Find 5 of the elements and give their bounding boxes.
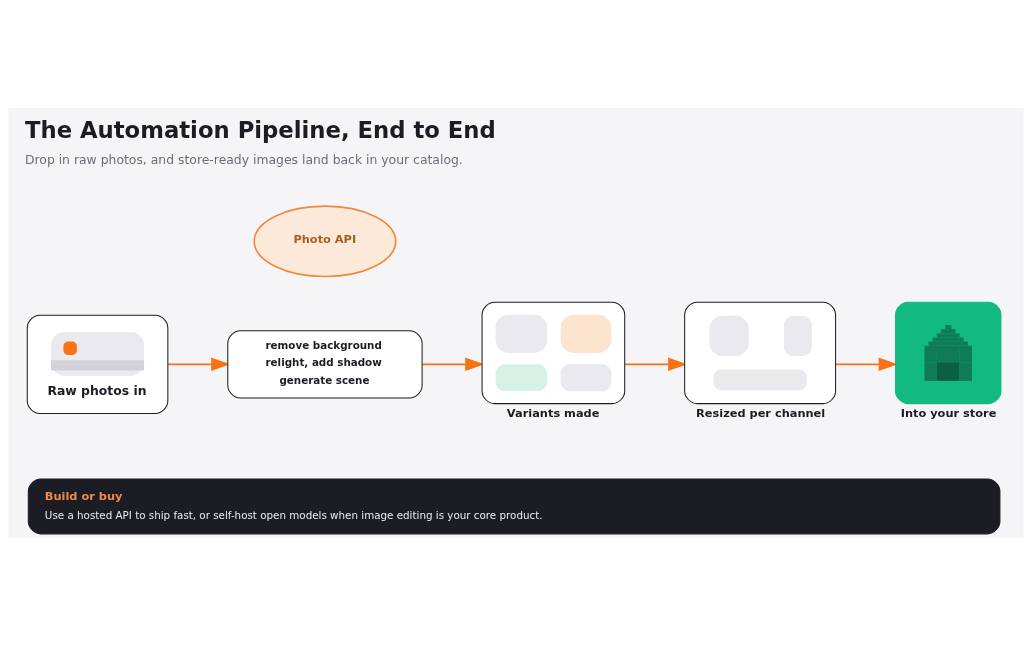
- node-label: Variants made: [506, 405, 600, 420]
- node-label: Resized per channel: [696, 405, 826, 420]
- node-label: Into your store: [900, 405, 997, 420]
- diagram-title: The Automation Pipeline, End to End: [24, 116, 496, 143]
- caption: Drop in raw photos, and store-ready images land back in your catalog.: [24, 151, 463, 167]
